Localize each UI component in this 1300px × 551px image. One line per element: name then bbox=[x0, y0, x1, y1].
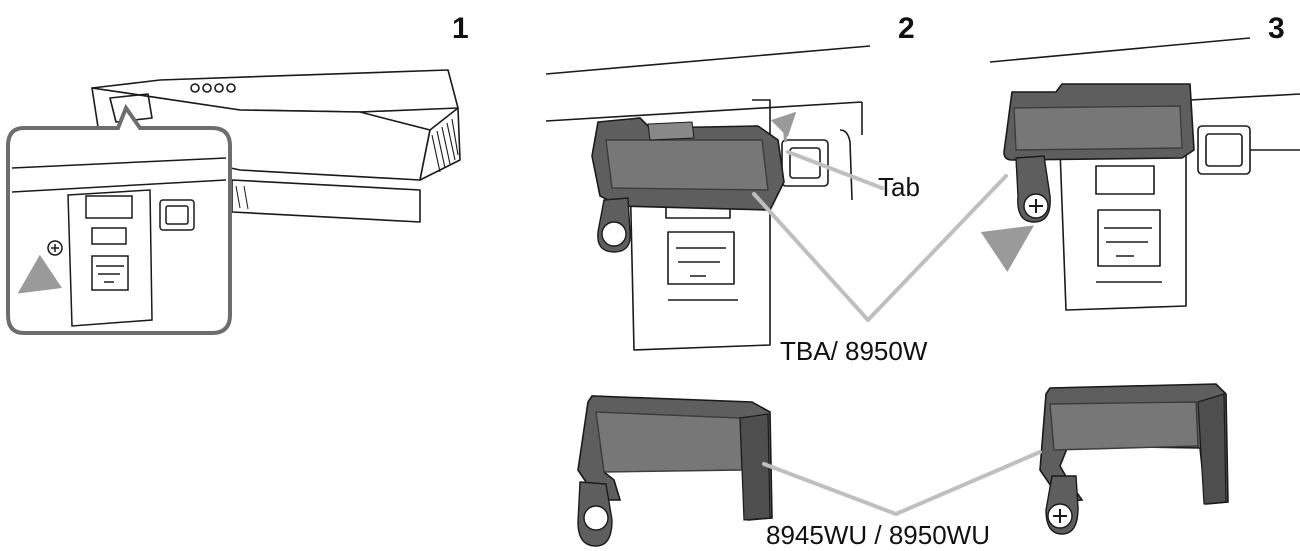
screw-icon-2 bbox=[1023, 193, 1049, 219]
step3-cable-cover bbox=[1003, 83, 1195, 223]
model-label-tba-8950w: TBA/ 8950W bbox=[780, 336, 928, 366]
step1-projector bbox=[91, 69, 461, 223]
step-number-2: 2 bbox=[898, 12, 915, 45]
tab-label: Tab bbox=[878, 172, 920, 202]
arrow-right-icon bbox=[980, 225, 1034, 272]
leader-lines bbox=[752, 150, 1042, 516]
step2-cable-cover bbox=[591, 117, 785, 253]
step-number-3: 3 bbox=[1268, 12, 1285, 45]
step3-illustration bbox=[989, 37, 1300, 311]
arrow-up-icon bbox=[770, 111, 797, 143]
step2-illustration bbox=[545, 45, 871, 351]
screw-icon bbox=[47, 240, 63, 256]
cable-cover-model-b-left bbox=[577, 395, 773, 547]
usb-b-port-icon-2 bbox=[1197, 125, 1251, 175]
model-label-8945wu-8950wu: 8945WU / 8950WU bbox=[766, 520, 990, 550]
arrow-left-icon bbox=[17, 254, 63, 294]
step-number-1: 1 bbox=[452, 12, 469, 45]
cable-cover-model-b-right bbox=[1039, 383, 1229, 535]
step1-callout bbox=[6, 103, 232, 335]
